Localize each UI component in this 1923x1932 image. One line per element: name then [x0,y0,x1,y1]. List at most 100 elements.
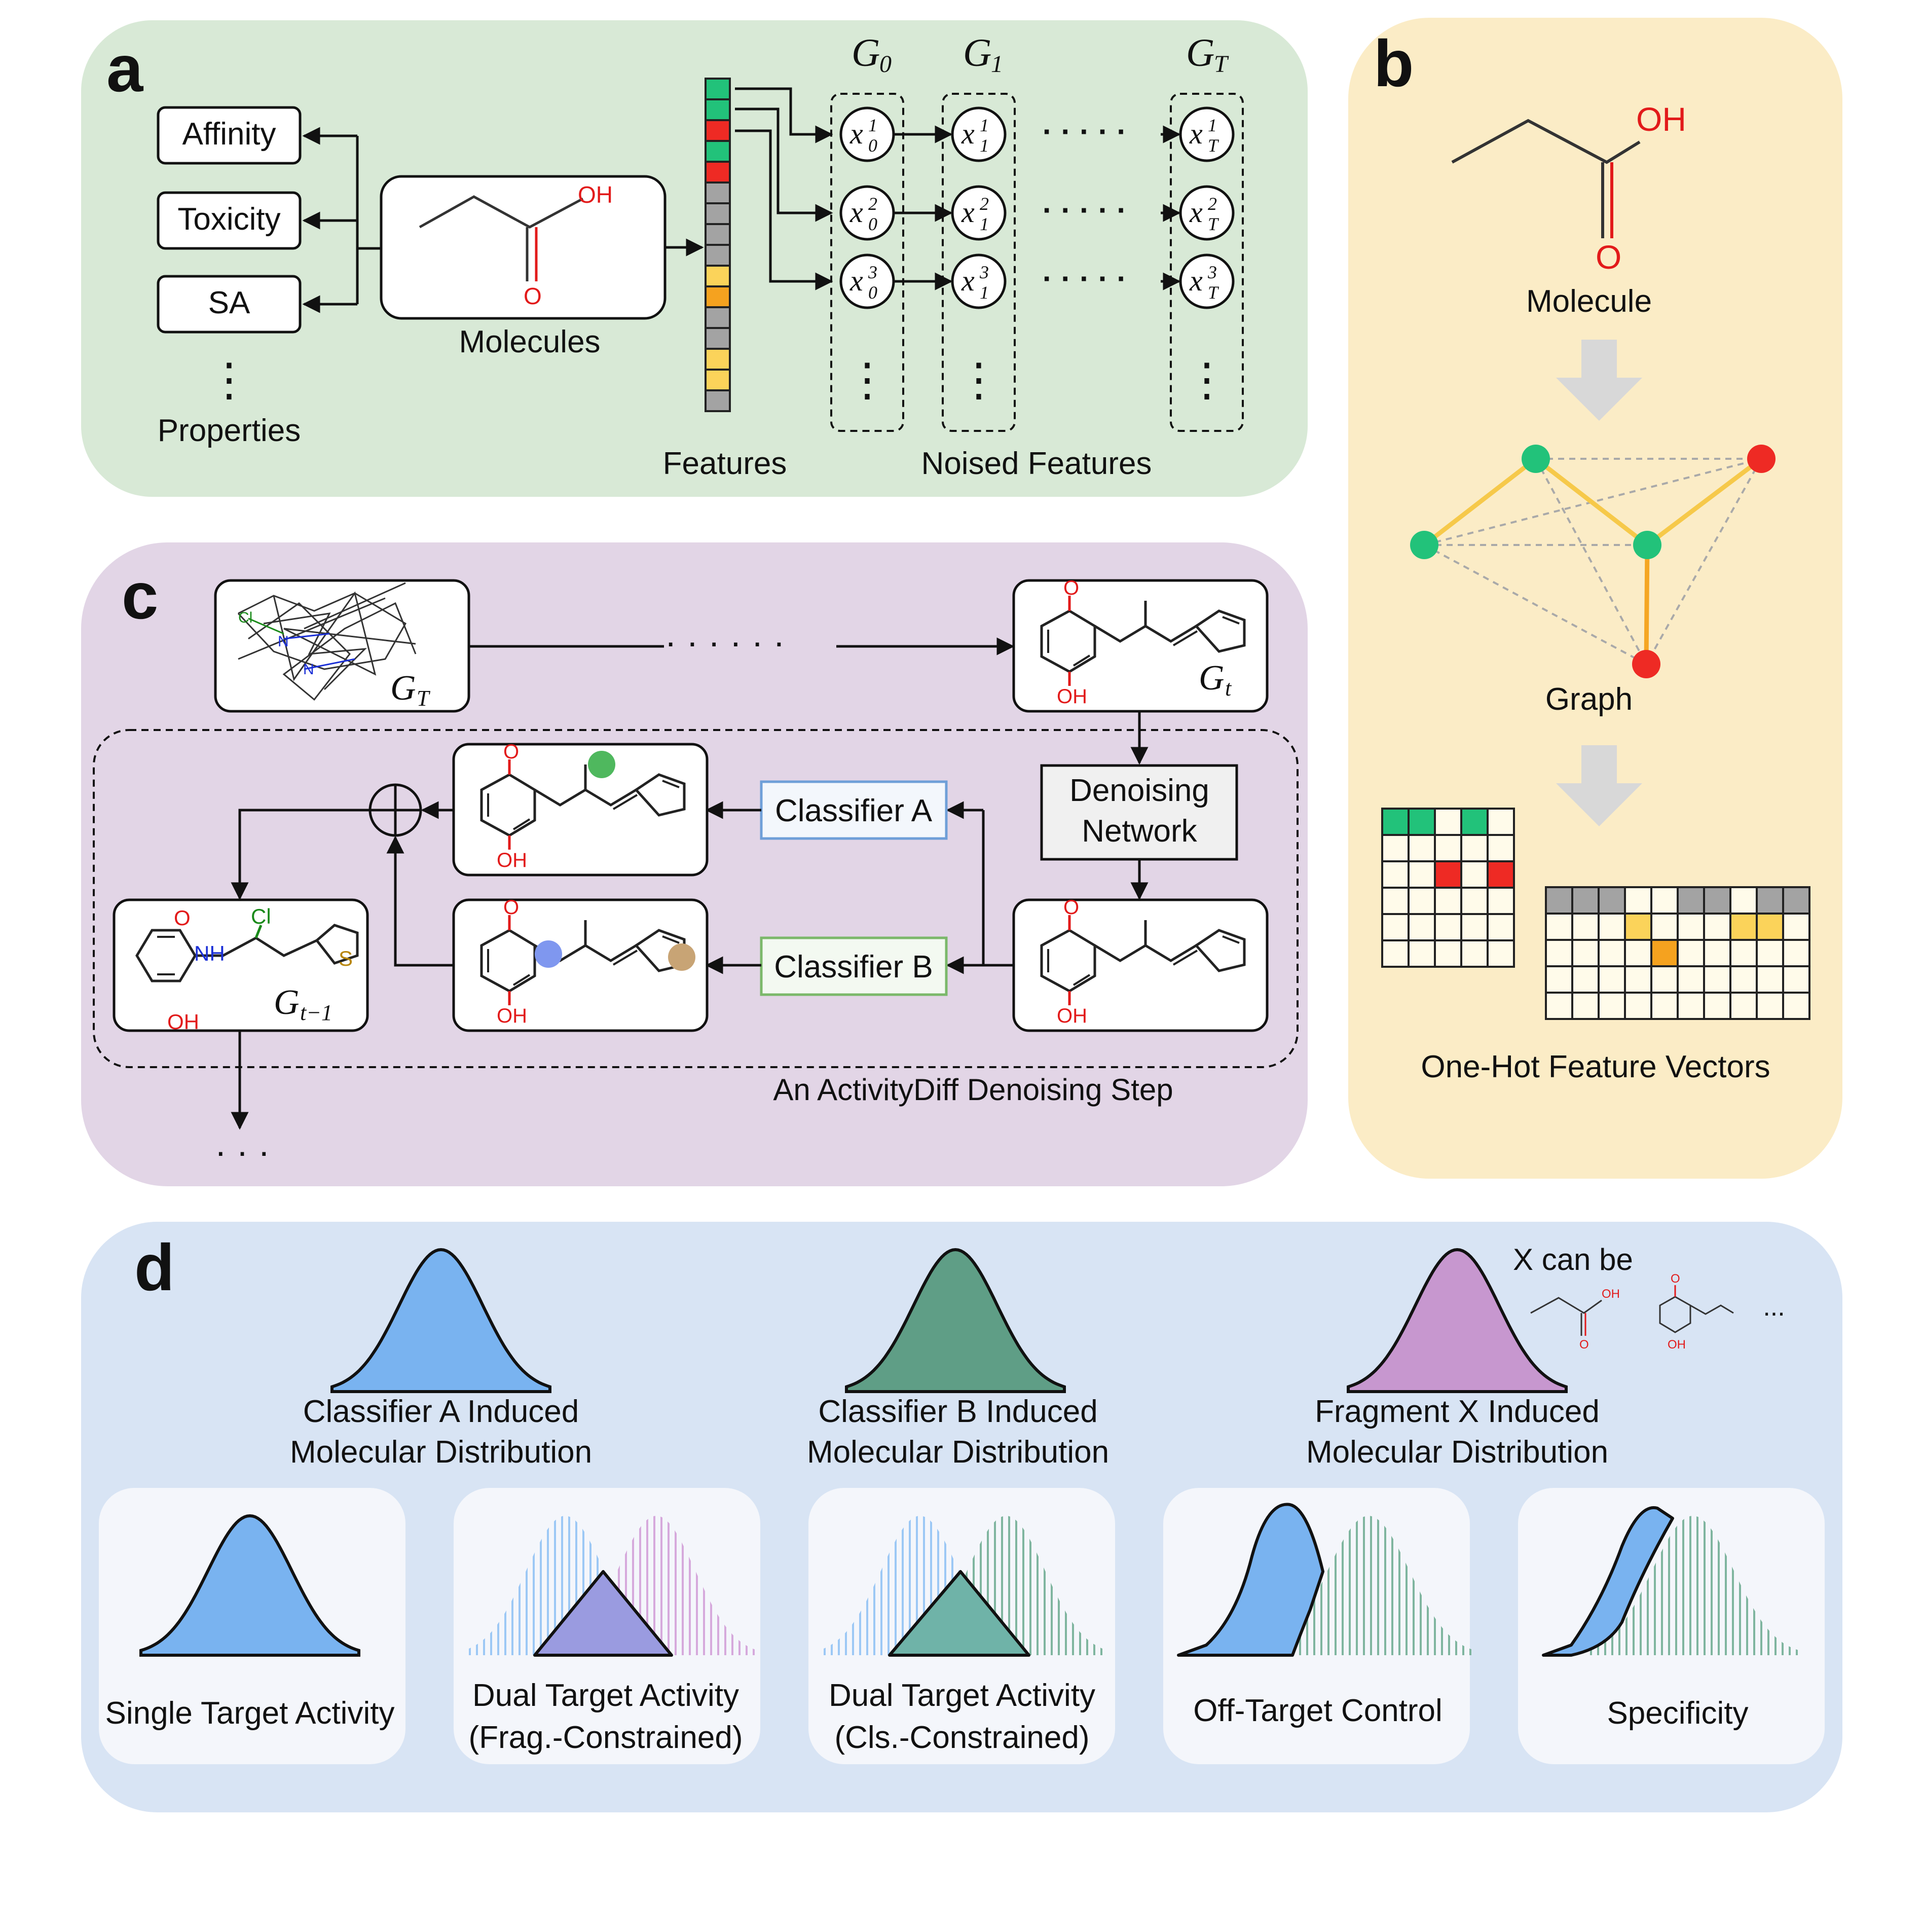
card-1-line1: Single Target Activity [105,1696,395,1731]
fragment-example-1: OH O [1530,1287,1620,1352]
gt-current-box: G t [1012,577,1269,713]
molecule-o: O [524,283,542,309]
distribution-classifier-a [330,1248,551,1393]
noise-node-sup: 1 [868,115,877,135]
noise-node-sup: 3 [979,262,989,282]
onehot-cell [1571,913,1600,941]
onehot-cell [1729,992,1758,1020]
noise-node-label: x [1189,264,1203,297]
fragment-o-2: O [1671,1272,1680,1286]
panel-b: b OH O Molecule [1348,18,1842,1179]
onehot-cell [1598,913,1626,941]
onehot-cell [1729,913,1758,941]
noise-node-label: x [1189,196,1203,229]
feature-cell [705,119,731,142]
noise-node-sup: 1 [980,115,989,135]
onehot-cell [1408,887,1436,915]
onehot-cell [1624,886,1652,915]
classifier-a: Classifier A [760,780,948,840]
onehot-grid-bonds [1545,886,1810,1020]
noise-node-sub: 1 [980,214,989,234]
noise-node [839,185,895,241]
property-affinity: Affinity [157,106,302,165]
onehot-cell [1487,939,1515,968]
graph-node [1633,531,1661,559]
onehot-grid-atoms [1381,808,1515,968]
onehot-cell [1381,808,1410,836]
onehot-cell [1408,939,1436,968]
g0-ellipsis: ⋮ [844,355,890,406]
onehot-cell [1381,834,1410,862]
onehot-cell [1598,886,1626,915]
onehot-cell [1650,939,1679,967]
onehot-cell [1545,913,1573,941]
node-dots: · · · · · [1043,262,1127,296]
onehot-cell [1650,913,1679,941]
curve-off-target-a [1177,1503,1324,1657]
onehot-cell [1782,886,1810,915]
onehot-cell [1408,834,1436,862]
noise-node-label: x [961,117,975,150]
feature-cell [705,389,731,412]
fragment-oh: OH [1602,1287,1620,1301]
molecule-box: OH O [380,175,667,320]
onehot-cell [1650,886,1679,915]
onehot-cell [1677,913,1705,941]
onehot-cell [1782,913,1810,941]
onehot-cell [1487,913,1515,941]
gradient-marker [535,940,562,968]
property-arrows [302,127,381,313]
dist-b-line2: Molecular Distribution [807,1435,1109,1470]
onehot-cell [1598,939,1626,967]
g1-column [942,93,1016,432]
feature-cell [705,78,731,100]
onehot-cell [1571,939,1600,967]
properties-ellipsis: ⋮ [206,355,252,406]
onehot-cell [1729,886,1758,915]
panel-c-letter: c [122,559,158,633]
noise-node-label: x [961,196,975,229]
noise-node-label: x [849,196,863,229]
g-t-label: G [1199,659,1225,698]
feature-cell [705,265,731,287]
g0-header: G [852,30,880,75]
card-5-line1: Specificity [1607,1696,1748,1731]
noise-node-sub: 1 [980,282,989,303]
onehot-cell [1571,886,1600,915]
g-t1-cl: Cl [251,904,271,928]
noise-node [1179,185,1235,241]
onehot-cell [1408,913,1436,941]
onehot-cell [1677,992,1705,1020]
dist-a-line2: Molecular Distribution [290,1435,592,1470]
card-3-line1: Dual Target Activity [829,1678,1095,1713]
noise-node-label: x [849,264,863,297]
noise-node-sup: 2 [868,194,877,214]
noise-node-sup: 2 [980,194,989,214]
onehot-cell [1729,939,1758,967]
curve-specificity-a [1542,1506,1674,1657]
feature-cell [705,161,731,184]
node-dots: · · · · · [1043,193,1127,227]
gt-column [1170,93,1244,432]
onehot-cell [1624,965,1652,994]
onehot-cell [1703,965,1731,994]
onehot-cell [1545,992,1573,1020]
onehot-cell [1650,965,1679,994]
curve-single-target [139,1514,360,1657]
molecular-graph [1410,445,1776,678]
denoising-network: Denoising Network [1040,764,1238,861]
curve-specificity-b [1586,1516,1799,1655]
fragment-ellipsis: ... [1763,1292,1785,1322]
onehot-cell [1703,913,1731,941]
onehot-cell [1434,860,1462,889]
distribution-classifier-b [845,1248,1066,1393]
panel-b-o: O [1596,238,1621,276]
onehot-cell [1381,887,1410,915]
panel-d-letter: d [134,1230,174,1304]
molecule-caption: Molecule [1526,284,1652,319]
g-t-sub: t [1225,676,1232,701]
onehot-cell [1782,992,1810,1020]
noise-node-sub: 0 [868,282,877,303]
noise-node-sup: 3 [868,262,877,282]
properties-label: Properties [158,413,301,448]
